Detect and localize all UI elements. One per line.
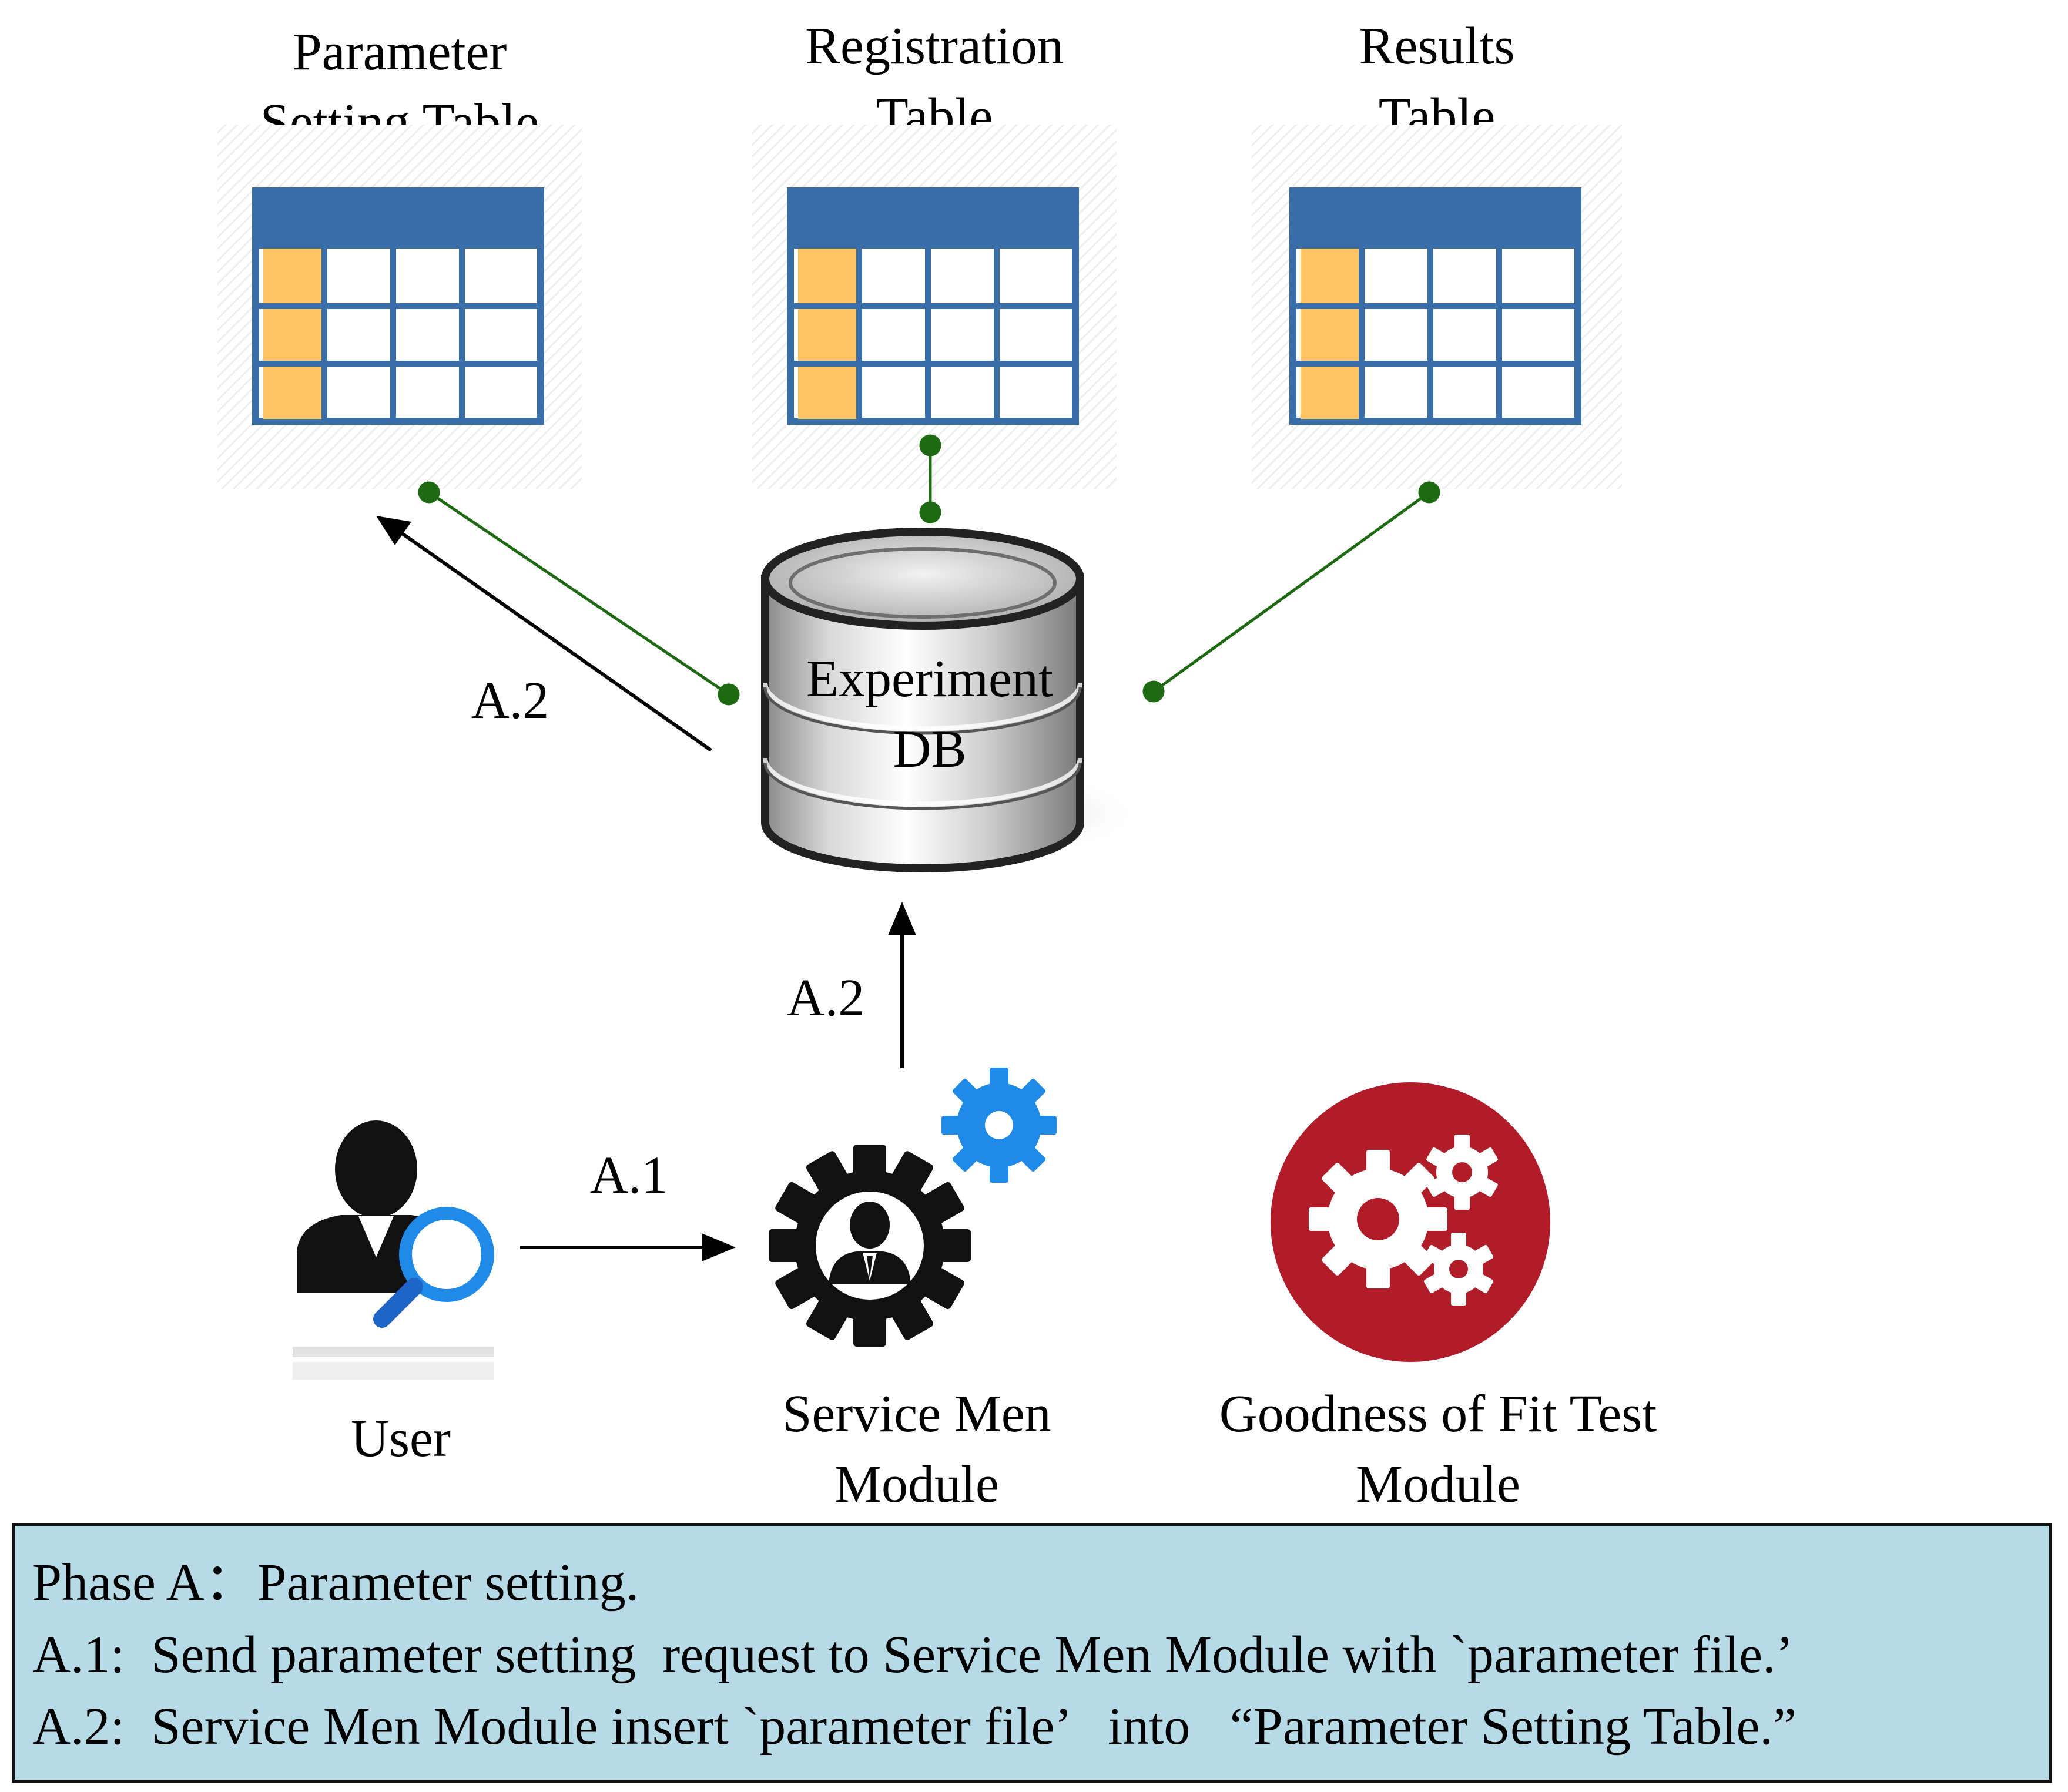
connector-results-table (1152, 491, 1430, 693)
registration-table: Registration Table (752, 17, 1117, 489)
arrow-label-a1: A.1 (590, 1146, 668, 1204)
gears-icon (1271, 1082, 1550, 1362)
arrow-label-a2-upper: A.2 (471, 672, 549, 730)
arrow-module-to-db: A.2 (787, 902, 916, 1068)
gof-module-label-line1: Goodness of Fit Test (1219, 1385, 1657, 1443)
service-module-label-line1: Service Men (782, 1385, 1051, 1443)
results-table: Results Table (1252, 17, 1622, 489)
user: User (293, 1120, 494, 1468)
legend-step-a1: A.1: Send parameter setting request to S… (32, 1626, 1794, 1684)
gear-person-icon (769, 1145, 971, 1347)
service-module-label-line2: Module (834, 1455, 999, 1514)
gof-module-label-line2: Module (1356, 1455, 1520, 1514)
arrow-user-to-module: A.1 (520, 1146, 736, 1261)
results-table-label-line1: Results (1359, 17, 1514, 75)
table-icon (752, 125, 1117, 489)
table-connectors (418, 434, 1440, 706)
user-search-icon (293, 1120, 494, 1380)
legend-title: Phase A：Parameter setting. (32, 1553, 639, 1612)
arrow-db-to-parameter-table: A.2 (376, 516, 712, 752)
registration-table-label-line1: Registration (805, 17, 1064, 75)
database-icon (761, 528, 1084, 872)
experiment-db: Experiment DB (761, 528, 1152, 872)
service-men-module: Service Men Module (769, 1068, 1057, 1514)
connector-parameter-table (428, 491, 730, 696)
gear-icon (941, 1068, 1057, 1183)
user-label: User (351, 1410, 451, 1468)
table-icon (217, 125, 582, 489)
db-label-line1: Experiment (806, 650, 1053, 708)
parameter-setting-table: Parameter Setting Table (217, 23, 582, 489)
table-icon (1252, 125, 1622, 489)
parameter-table-label-line1: Parameter (293, 23, 507, 81)
db-label-line2: DB (893, 720, 966, 778)
goodness-of-fit-module: Goodness of Fit Test Module (1219, 1082, 1657, 1514)
arrow-label-a2-lower: A.2 (787, 969, 865, 1027)
phase-legend: Phase A：Parameter setting. A.1: Send par… (12, 1523, 2052, 1783)
legend-step-a2: A.2: Service Men Module insert `paramete… (32, 1697, 1796, 1756)
